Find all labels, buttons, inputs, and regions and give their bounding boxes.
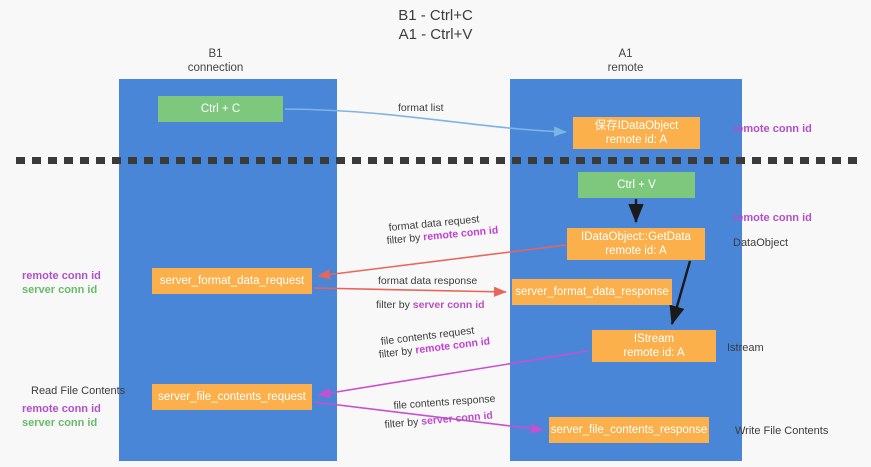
node-ctrl-c[interactable]: Ctrl + C <box>158 96 283 122</box>
annotation-server-conn-id-format: server conn id <box>22 284 98 296</box>
lane-header-a1: A1 remote <box>558 47 693 75</box>
annotation-istream: Istream <box>727 342 764 354</box>
lane-header-b1-name: B1 <box>208 48 223 60</box>
lane-header-a1-sub: remote <box>607 62 644 74</box>
node-server-file-contents-request[interactable]: server_file_contents_request <box>152 384 312 410</box>
phase-divider <box>16 157 862 164</box>
node-server-file-contents-response-label: server_file_contents_response <box>550 424 708 436</box>
page-title: B1 - Ctrl+C A1 - Ctrl+V <box>0 6 871 44</box>
annotation-write-file-contents: Write File Contents <box>735 425 829 437</box>
annotation-conn-ids-file: remote conn id server conn id <box>22 402 101 430</box>
edge-label-format-list: format list <box>398 102 444 114</box>
annotation-remote-conn-id-file: remote conn id <box>22 403 101 415</box>
lane-header-b1: B1 connection <box>148 47 283 75</box>
lane-header-a1-name: A1 <box>618 48 633 60</box>
edge-label-format-data-response-filter: filter by server conn id <box>376 299 485 311</box>
annotation-remote-conn-id-top: remote conn id <box>733 123 812 135</box>
annotation-dataobject: DataObject <box>733 237 789 249</box>
arrow-format-data-response <box>313 286 507 297</box>
node-ctrl-c-label: Ctrl + C <box>200 103 241 115</box>
node-ctrl-v[interactable]: Ctrl + V <box>578 172 695 198</box>
node-server-format-data-response-label: server_format_data_response <box>515 286 669 298</box>
annotation-remote-conn-id-getdata: remote conn id <box>733 212 812 224</box>
edge-label-format-data-response: format data response <box>378 275 478 287</box>
annotation-conn-ids-format: remote conn id server conn id <box>22 269 101 297</box>
node-server-format-data-response[interactable]: server_format_data_response <box>512 279 672 305</box>
node-server-format-data-request[interactable]: server_format_data_request <box>152 268 312 294</box>
lane-header-b1-sub: connection <box>187 62 244 74</box>
annotation-read-file-contents: Read File Contents <box>31 385 126 397</box>
node-server-file-contents-response[interactable]: server_file_contents_response <box>549 417 709 443</box>
node-ctrl-v-label: Ctrl + V <box>617 179 656 191</box>
node-server-file-contents-request-label: server_file_contents_request <box>158 391 306 403</box>
node-server-format-data-request-label: server_format_data_request <box>159 275 305 287</box>
annotation-remote-conn-id-format: remote conn id <box>22 270 101 282</box>
title-line-2: A1 - Ctrl+V <box>398 26 473 43</box>
annotation-server-conn-id-file: server conn id <box>22 417 98 429</box>
title-line-1: B1 - Ctrl+C <box>398 7 473 24</box>
